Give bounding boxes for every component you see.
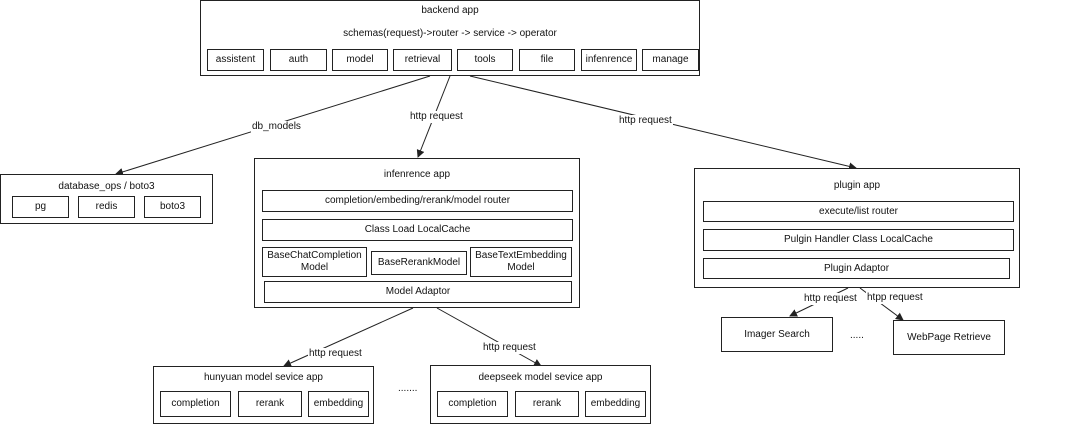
backend-module-auth: auth — [270, 49, 327, 71]
database-ops-title: database_ops / boto3 — [58, 181, 155, 192]
backend-app-flow: schemas(request)->router -> service -> o… — [343, 28, 557, 39]
backend-module-assistent: assistent — [207, 49, 264, 71]
deepseek-service-box: deepseek model sevice app completion rer… — [430, 365, 651, 424]
plugin-adaptor: Plugin Adaptor — [703, 258, 1010, 279]
arrow-inference-to-hunyuan — [283, 307, 414, 367]
inference-model-rerank: BaseRerankModel — [371, 251, 467, 275]
plugin-handler-cache: Pulgin Handler Class LocalCache — [703, 229, 1014, 251]
plugin-app-title: plugin app — [833, 180, 881, 191]
edge-label-db-models: db_models — [251, 121, 302, 133]
hunyuan-item-completion: completion — [160, 391, 231, 417]
backend-module-manage: manage — [642, 49, 699, 71]
backend-module-file: file — [519, 49, 575, 71]
edge-label-http-request-deepseek: http request — [482, 342, 537, 354]
services-ellipsis: ..... — [850, 330, 864, 341]
inference-model-adaptor: Model Adaptor — [264, 281, 572, 303]
edge-label-http-request-imager: http request — [803, 293, 858, 305]
deepseek-item-embedding: embedding — [585, 391, 646, 417]
model-services-ellipsis: ....... — [398, 383, 418, 394]
arrow-inference-to-deepseek — [436, 307, 542, 367]
plugin-app-box: plugin app execute/list router Pulgin Ha… — [694, 168, 1020, 288]
inference-model-text-embedding: BaseTextEmbedding Model — [470, 247, 572, 277]
inference-app-box: infenrence app completion/embeding/reran… — [254, 158, 580, 308]
hunyuan-item-rerank: rerank — [238, 391, 302, 417]
database-item-pg: pg — [12, 196, 69, 218]
plugin-router: execute/list router — [703, 201, 1014, 222]
inference-cache: Class Load LocalCache — [262, 219, 573, 241]
deepseek-item-rerank: rerank — [515, 391, 579, 417]
deepseek-service-title: deepseek model sevice app — [478, 372, 603, 383]
backend-module-tools: tools — [457, 49, 513, 71]
inference-app-title: infenrence app — [383, 169, 451, 180]
edge-label-http-request-hunyuan: http request — [308, 348, 363, 360]
backend-app-box: backend app schemas(request)->router -> … — [200, 0, 700, 76]
edge-label-http-request-plugin: http request — [618, 115, 673, 127]
inference-model-chat-completion: BaseChatCompletion Model — [262, 247, 367, 277]
hunyuan-item-embedding: embedding — [308, 391, 369, 417]
hunyuan-service-title: hunyuan model sevice app — [204, 372, 323, 383]
backend-app-title: backend app — [421, 5, 479, 16]
backend-module-infenrence: infenrence — [581, 49, 637, 71]
imager-search-box: Imager Search — [721, 317, 833, 352]
database-item-boto3: boto3 — [144, 196, 201, 218]
edge-label-http-request-webpage: htpp request — [866, 292, 924, 304]
database-item-redis: redis — [78, 196, 135, 218]
inference-router: completion/embeding/rerank/model router — [262, 190, 573, 212]
edge-label-http-request-inference: http request — [409, 111, 464, 123]
hunyuan-service-box: hunyuan model sevice app completion rera… — [153, 366, 374, 424]
webpage-retrieve-box: WebPage Retrieve — [893, 320, 1005, 355]
backend-module-model: model — [332, 49, 388, 71]
deepseek-item-completion: completion — [437, 391, 508, 417]
backend-module-retrieval: retrieval — [393, 49, 452, 71]
database-ops-box: database_ops / boto3 pg redis boto3 — [0, 174, 213, 224]
